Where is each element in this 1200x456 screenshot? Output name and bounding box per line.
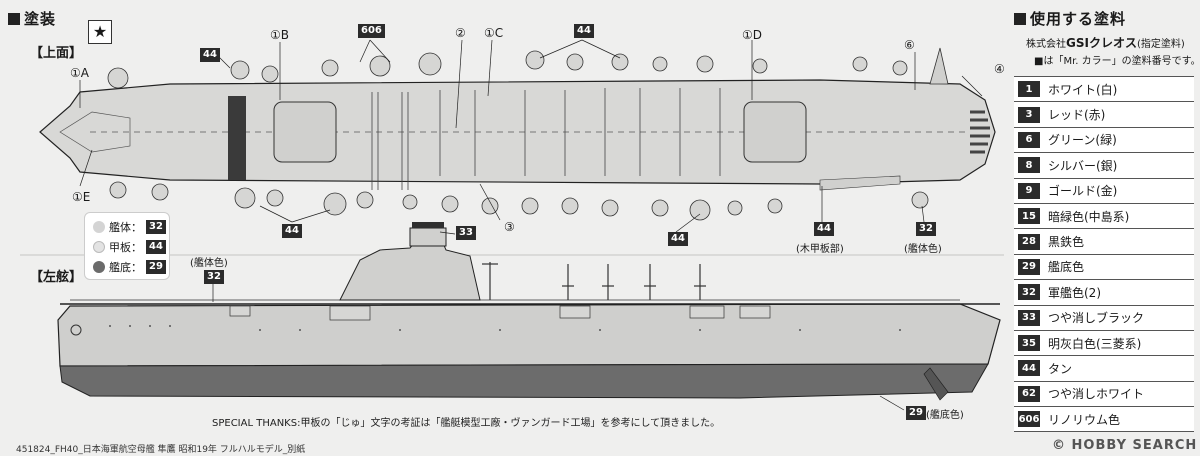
paint-name: つや消しブラック xyxy=(1048,311,1145,326)
paint-name: 明灰白色(三菱系) xyxy=(1048,336,1142,351)
paint-row: 62 つや消しホワイト xyxy=(1014,381,1194,408)
paints-title: 使用する塗料 xyxy=(1014,8,1126,29)
product-code: 451824_FH40_日本海軍航空母艦 隼鷹 昭和19年 フルハルモデル_別紙 xyxy=(16,445,306,455)
paint-row: 1 ホワイト(白) xyxy=(1014,77,1194,103)
paint-name: 艦底色 xyxy=(1048,260,1085,275)
paint-row: 606 リノリウム色 xyxy=(1014,407,1194,433)
paint-number: 3 xyxy=(1018,106,1040,123)
paint-number: 15 xyxy=(1018,208,1040,225)
square-bullet-icon xyxy=(8,13,20,25)
paint-row: 6 グリーン(緑) xyxy=(1014,127,1194,154)
special-thanks: SPECIAL THANKS:甲板の「じゅ」文字の考証は「艦艇模型工廠・ヴァンガ… xyxy=(212,418,721,429)
paint-number: 29 xyxy=(1018,258,1040,275)
paint-name: レッド(赤) xyxy=(1048,108,1106,123)
star-icon: ★ xyxy=(88,20,112,44)
callout-1b: ①B xyxy=(270,28,289,42)
hull-side xyxy=(57,303,1001,367)
badge-44-top-center: 44 xyxy=(574,24,594,38)
callout-1e: ①E xyxy=(72,190,91,204)
paint-name: 暗緑色(中島系) xyxy=(1048,209,1130,224)
paint-number: 6 xyxy=(1018,131,1040,148)
legend-row: 艦底： 29 xyxy=(93,259,166,275)
paint-name: 軍艦色(2) xyxy=(1048,285,1101,300)
swatch-icon xyxy=(93,221,105,233)
watermark: © HOBBY SEARCH xyxy=(1052,438,1198,453)
paint-list: 1 ホワイト(白) 3 レッド(赤) 6 グリーン(緑) 8 シルバー(銀) 9 ゴールド(金) 1… xyxy=(1014,76,1194,433)
paint-row: 28 黒鉄色 xyxy=(1014,229,1194,255)
hull-color-side-label: (艦体色) xyxy=(190,258,228,269)
paint-row: 44 タン xyxy=(1014,356,1194,382)
callout-1d: ①D xyxy=(742,28,762,42)
badge-44-bottom-center: 44 xyxy=(668,232,688,246)
paint-row: 3 レッド(赤) xyxy=(1014,102,1194,128)
hull-color-label: (艦体色) xyxy=(904,244,942,255)
swatch-icon xyxy=(93,261,105,273)
top-view-label: 【上面】 xyxy=(30,46,83,61)
side-view-label: 【左舷】 xyxy=(30,270,83,285)
paint-name: タン xyxy=(1048,361,1073,376)
callout-2: ② xyxy=(455,26,466,40)
paint-number: 606 xyxy=(1018,411,1040,428)
legend-row: 甲板： 44 xyxy=(93,239,166,255)
badge-32-side: 32 xyxy=(204,270,224,284)
paint-row: 9 ゴールド(金) xyxy=(1014,178,1194,204)
paint-number: 33 xyxy=(1018,309,1040,326)
paint-row: 29 艦底色 xyxy=(1014,254,1194,281)
paint-number: 35 xyxy=(1018,335,1040,352)
paint-number: 1 xyxy=(1018,81,1040,98)
paint-name: リノリウム色 xyxy=(1048,412,1121,427)
paint-name: シルバー(銀) xyxy=(1048,158,1118,173)
ship-drawing xyxy=(20,39,1004,411)
badge-44-wood: 44 xyxy=(814,222,834,236)
paint-row: 8 シルバー(銀) xyxy=(1014,153,1194,179)
badge-32-hull: 32 xyxy=(916,222,936,236)
badge-606: 606 xyxy=(358,24,385,38)
paint-number: 8 xyxy=(1018,157,1040,174)
badge-33: 33 xyxy=(456,226,476,240)
badge-29-bottom: 29 xyxy=(906,406,926,420)
color-legend: 艦体： 32 甲板： 44 艦底： 29 xyxy=(84,212,170,280)
paint-name: グリーン(緑) xyxy=(1048,133,1117,148)
paint-name: ゴールド(金) xyxy=(1048,184,1118,199)
bottom-color-label: (艦底色) xyxy=(926,410,964,421)
legend-row: 艦体： 32 xyxy=(93,219,166,235)
section-title: 塗装 xyxy=(8,8,56,29)
paint-number: 32 xyxy=(1018,284,1040,301)
swatch-icon xyxy=(93,241,105,253)
paint-name: 黒鉄色 xyxy=(1048,235,1085,250)
badge-44-bottom-left: 44 xyxy=(282,224,302,238)
paint-name: つや消しホワイト xyxy=(1048,387,1145,402)
wood-deck-label: (木甲板部) xyxy=(796,244,844,255)
paint-number: 28 xyxy=(1018,233,1040,250)
paint-row: 33 つや消しブラック xyxy=(1014,305,1194,331)
paint-row: 35 明灰白色(三菱系) xyxy=(1014,330,1194,357)
callout-3: ③ xyxy=(504,220,515,234)
square-bullet-icon xyxy=(1014,13,1026,25)
paint-note: ■は「Mr. カラー」の塗料番号です。 xyxy=(1034,56,1200,67)
hull-bottom xyxy=(59,363,989,399)
paint-number: 9 xyxy=(1018,182,1040,199)
paint-number: 62 xyxy=(1018,385,1040,402)
callout-1a: ①A xyxy=(70,66,89,80)
badge-44-top-left: 44 xyxy=(200,48,220,62)
paint-name: ホワイト(白) xyxy=(1048,82,1118,97)
callout-1c: ①C xyxy=(484,26,504,40)
paint-number: 44 xyxy=(1018,360,1040,377)
top-sponsons xyxy=(107,50,929,221)
maker-line: 株式会社GSIクレオス(指定塗料) xyxy=(1026,36,1185,50)
callout-4: ④ xyxy=(994,62,1005,76)
paint-row: 15 暗緑色(中島系) xyxy=(1014,203,1194,230)
callout-6: ⑥ xyxy=(904,38,915,52)
paint-row: 32 軍艦色(2) xyxy=(1014,280,1194,306)
